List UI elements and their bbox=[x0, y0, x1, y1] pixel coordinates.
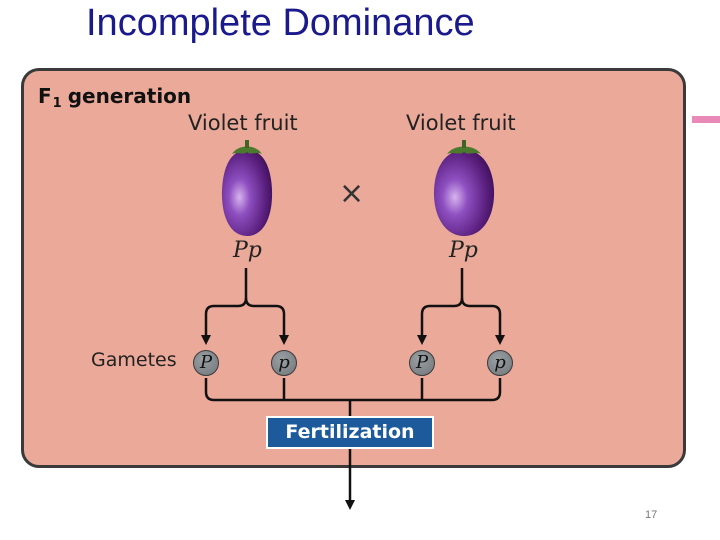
page-number: 17 bbox=[645, 509, 658, 521]
gamete-4: p bbox=[487, 350, 513, 376]
gametes-label: Gametes bbox=[91, 349, 177, 371]
generation-label: F1 generation bbox=[38, 84, 191, 111]
eggplant-1-icon bbox=[221, 140, 273, 236]
generation-subscript: 1 bbox=[52, 96, 62, 111]
generation-text: generation bbox=[67, 84, 192, 108]
f1-generation-panel bbox=[21, 68, 686, 468]
parent-2-genotype: Pp bbox=[449, 238, 478, 263]
gamete-2: p bbox=[271, 350, 297, 376]
fertilization-box: Fertilization bbox=[266, 416, 434, 449]
parent-1-phenotype: Violet fruit bbox=[188, 111, 298, 135]
generation-letter: F bbox=[38, 84, 52, 108]
parent-2-phenotype: Violet fruit bbox=[406, 111, 516, 135]
accent-bar bbox=[692, 116, 720, 123]
parent-1-genotype: Pp bbox=[233, 238, 262, 263]
gamete-1: P bbox=[193, 350, 219, 376]
slide-title: Incomplete Dominance bbox=[86, 2, 475, 44]
eggplant-2-icon bbox=[433, 140, 495, 236]
gamete-3: P bbox=[409, 350, 435, 376]
cross-symbol: × bbox=[339, 176, 365, 211]
